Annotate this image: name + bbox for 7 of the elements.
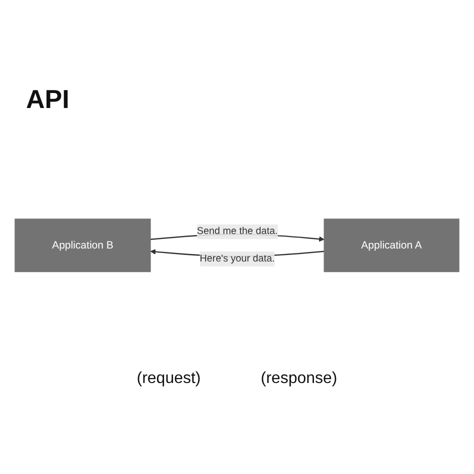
node-box: Application B <box>14 218 151 272</box>
title: API <box>26 84 70 115</box>
node-box: Application A <box>324 218 460 272</box>
note-text: (request) <box>136 370 201 388</box>
edge-label: Here's your data. <box>200 253 275 264</box>
note-text: (response) <box>260 370 338 388</box>
edge-label: Send me the data. <box>196 226 278 236</box>
